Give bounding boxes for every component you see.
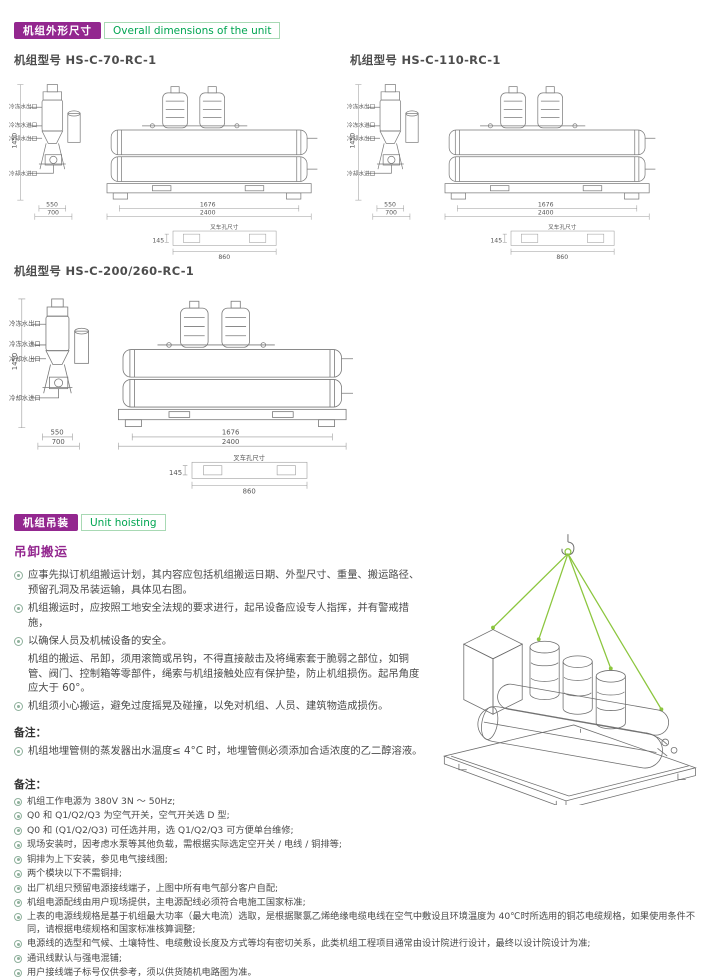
hoisting-illustration [442,534,697,805]
section-dimensions-header: 机组外形尺寸 Overall dimensions of the unit [14,22,281,39]
bullet-icon [14,826,22,835]
remark-item: 机组电源配线由用户现场提供，主电源配线必须符合电施工国家标准; [14,897,712,909]
unit-drawing-hs-c-200-260 [8,278,376,497]
remark-item: 用户接线端子标号仅供参考，须以供货随机电路图为准。 [14,967,712,977]
remark-item: Q0 和 (Q1/Q2/Q3) 可任选并用，选 Q1/Q2/Q3 可方便单台维修… [14,825,712,837]
bullet-icon [14,702,23,712]
bullet-icon [14,898,22,907]
remark-text: Q0 和 Q1/Q2/Q3 为空气开关，空气开关选 D 型; [27,810,230,822]
note-title: 备注： [14,726,47,740]
remark-item: 铜排为上下安装，参见电气接线图; [14,854,712,866]
remarks-title: 备注： [14,778,47,791]
remark-item: 两个模块以下不需铜排; [14,868,712,880]
list-item-text: 机组搬运时，应按照工地安全法规的要求进行，起吊设备应设专人指挥，并有警戒措施， [28,601,409,629]
bullet-icon [14,870,22,879]
bullet-icon [14,884,22,893]
bullet-icon [14,940,22,949]
section-hoisting-header: 机组吊装 Unit hoisting [14,514,166,531]
bullet-icon [14,798,22,806]
list-item-text: 应事先拟订机组搬运计划，其内容应包括机组搬运日期、外型尺寸、重量、搬运路径、预留… [28,569,420,596]
remark-item: 机组工作电源为 380V 3N ～ 50Hz; [14,796,712,808]
hoisting-subheading: 吊卸搬运 [14,544,69,559]
bullet-icon [14,913,22,922]
list-item-text: 机组的搬运、吊卸，须用滚筒或吊钩，不得直接敲击及将绳索套于脆弱之部位，如铜管、阀… [28,652,420,695]
section-badge-cn: 机组吊装 [14,514,78,531]
remark-item: 出厂机组只预留电源接线端子，上图中所有电气部分客户自配; [14,883,712,895]
bullet-icon [14,603,23,613]
remark-item: Q0 和 Q1/Q2/Q3 为空气开关，空气开关选 D 型; [14,810,712,822]
list-item: 机组须小心搬运，避免过度摇晃及碰撞，以免对机组、人员、建筑物造成损伤。 [14,699,426,714]
remark-text: 机组电源配线由用户现场提供，主电源配线必须符合电施工国家标准; [27,896,306,908]
remark-item: 通讯线默认与强电混铺; [14,953,712,965]
remark-text: 通讯线默认与强电混铺; [27,952,122,964]
section-badge-en: Overall dimensions of the unit [104,22,281,39]
bullet-icon [14,954,22,963]
section-badge-en: Unit hoisting [81,514,166,531]
unit-drawing-hs-c-110 [346,66,676,262]
bullet-icon [14,855,22,864]
list-item-text: 以确保人员及机械设备的安全。 [28,634,173,647]
remark-item: 现场安装时，因考虑水泵等其他负载，需根据实际选定空开关 / 电线 / 铜排等; [14,839,712,851]
remark-text: 现场安装时，因考虑水泵等其他负载，需根据实际选定空开关 / 电线 / 铜排等; [27,839,342,851]
model-heading-hs-c-200-260: 机组型号 HS-C-200/260-RC-1 [14,264,195,278]
remark-text: 铜排为上下安装，参见电气接线图; [27,853,168,865]
bullet-icon [14,969,22,977]
list-item: 应事先拟订机组搬运计划，其内容应包括机组搬运日期、外型尺寸、重量、搬运路径、预留… [14,568,426,598]
section-badge-cn: 机组外形尺寸 [14,22,101,39]
remark-text: Q0 和 (Q1/Q2/Q3) 可任选并用，选 Q1/Q2/Q3 可方便单台维修… [27,824,294,836]
bullet-icon [14,841,22,850]
remark-item: 电源线的选型和气候、土壤特性、电缆敷设长度及方式等均有密切关系，此类机组工程项目… [14,938,712,950]
list-item: 以确保人员及机械设备的安全。 [14,634,426,649]
model-heading-hs-c-70: 机组型号 HS-C-70-RC-1 [14,53,157,67]
note-item: 机组地埋管侧的蒸发器出水温度≤ 4°C 时，地埋管侧必须添加合适浓度的乙二醇溶液… [14,744,444,759]
note-text: 机组地埋管侧的蒸发器出水温度≤ 4°C 时，地埋管侧必须添加合适浓度的乙二醇溶液… [28,745,423,758]
list-item: 机组搬运时，应按照工地安全法规的要求进行，起吊设备应设专人指挥，并有警戒措施， [14,601,426,631]
list-item: 机组的搬运、吊卸，须用滚筒或吊钩，不得直接敲击及将绳索套于脆弱之部位，如铜管、阀… [14,652,426,697]
remark-text: 上表的电源线规格是基于机组最大功率（最大电流）选取，是根据聚氯乙烯绝缘电缆电线在… [27,911,696,935]
list-item-text: 机组须小心搬运，避免过度摇晃及碰撞，以免对机组、人员、建筑物造成损伤。 [28,700,389,713]
unit-drawing-hs-c-70 [8,66,338,262]
remarks-block: 备注： 机组工作电源为 380V 3N ～ 50Hz; Q0 和 Q1/Q2/Q… [14,776,712,977]
bullet-icon [14,636,23,646]
bullet-icon [14,571,23,580]
remark-text: 电源线的选型和气候、土壤特性、电缆敷设长度及方式等均有密切关系，此类机组工程项目… [27,938,591,950]
hoisting-text-block: 吊卸搬运 应事先拟订机组搬运计划，其内容应包括机组搬运日期、外型尺寸、重量、搬运… [14,541,426,762]
remark-text: 机组工作电源为 380V 3N ～ 50Hz; [27,796,176,807]
remark-text: 两个模块以下不需铜排; [27,868,122,880]
bullet-icon [14,747,23,757]
remark-text: 用户接线端子标号仅供参考，须以供货随机电路图为准。 [27,967,257,977]
remark-text: 出厂机组只预留电源接线端子，上图中所有电气部分客户自配; [27,882,279,894]
model-heading-hs-c-110: 机组型号 HS-C-110-RC-1 [350,53,501,67]
bullet-icon [14,812,22,821]
remark-item: 上表的电源线规格是基于机组最大功率（最大电流）选取，是根据聚氯乙烯绝缘电缆电线在… [14,911,712,936]
